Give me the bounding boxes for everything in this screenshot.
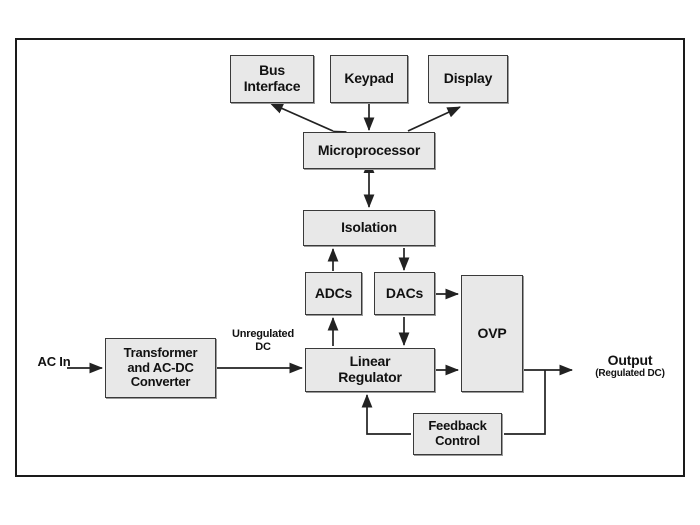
block-keypad[interactable]: Keypad xyxy=(330,55,408,103)
block-microprocessor-label: Microprocessor xyxy=(317,141,421,158)
label-unregulated-dc: Unregulated DC xyxy=(232,328,294,353)
block-display[interactable]: Display xyxy=(428,55,508,103)
block-isolation[interactable]: Isolation xyxy=(303,210,435,246)
block-microprocessor[interactable]: Microprocessor xyxy=(303,132,435,169)
block-ovp[interactable]: OVP xyxy=(461,275,523,392)
block-transformer-label: Transformer and AC-DC Converter xyxy=(123,345,198,390)
block-dacs-label: DACs xyxy=(385,284,424,301)
block-display-label: Display xyxy=(443,70,493,87)
block-feedback-control[interactable]: Feedback Control xyxy=(413,413,502,455)
block-dacs[interactable]: DACs xyxy=(374,272,435,315)
block-linear-regulator-label: Linear Regulator xyxy=(338,353,402,385)
label-output-main: Output xyxy=(607,352,653,368)
block-linear-regulator[interactable]: Linear Regulator xyxy=(305,348,435,392)
block-bus-interface-label: Bus Interface xyxy=(243,62,301,94)
label-ac-in: AC In xyxy=(37,354,71,369)
block-keypad-label: Keypad xyxy=(344,70,394,87)
block-bus-interface[interactable]: Bus Interface xyxy=(230,55,314,103)
label-output: Output (Regulated DC) xyxy=(578,352,682,380)
block-ovp-label: OVP xyxy=(477,324,507,341)
block-feedback-control-label: Feedback Control xyxy=(428,418,487,448)
block-adcs[interactable]: ADCs xyxy=(305,272,362,315)
block-isolation-label: Isolation xyxy=(341,219,397,236)
diagram-frame xyxy=(15,38,685,477)
block-adcs-label: ADCs xyxy=(314,284,353,301)
block-transformer-ac-dc-converter[interactable]: Transformer and AC-DC Converter xyxy=(105,338,216,398)
label-output-sub: (Regulated DC) xyxy=(595,368,665,380)
